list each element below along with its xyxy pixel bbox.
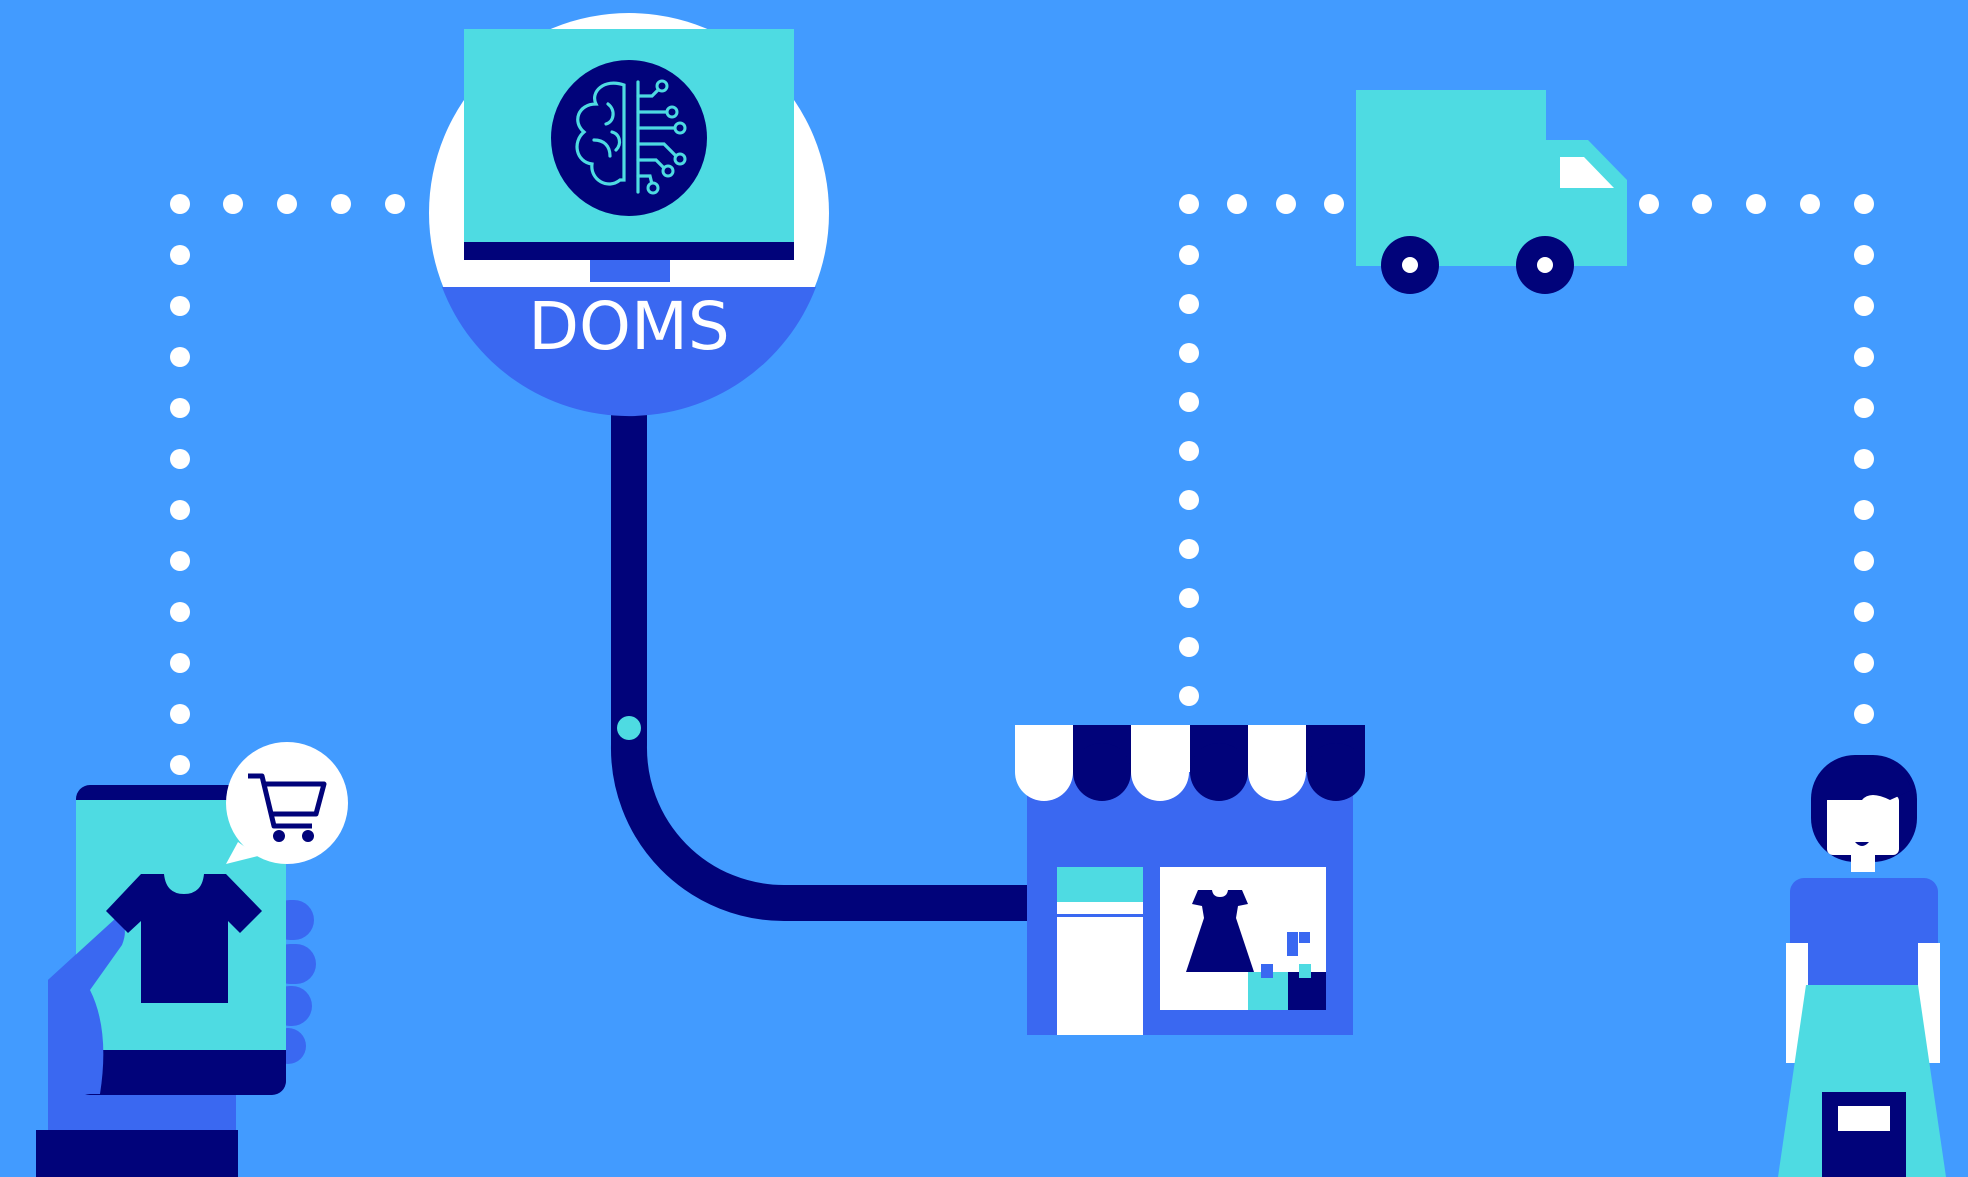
delivery-truck-icon <box>1356 90 1627 294</box>
doms-label: DOMS <box>528 288 730 365</box>
doms-hub: DOMS <box>429 13 829 416</box>
dotted-connector-phone-to-doms <box>170 194 405 775</box>
sleeve <box>36 1130 238 1177</box>
storefront-icon <box>1015 725 1365 1035</box>
pipe-node-dot <box>617 716 641 740</box>
woman-with-package-icon <box>1778 755 1946 1177</box>
package-box <box>1822 1092 1906 1177</box>
doms-to-store-pipe <box>617 410 1030 903</box>
brain-circuit-icon <box>551 60 707 216</box>
smartphone-in-hand <box>36 742 348 1177</box>
shopping-cart-badge <box>226 742 348 864</box>
store-sign <box>1057 867 1143 902</box>
